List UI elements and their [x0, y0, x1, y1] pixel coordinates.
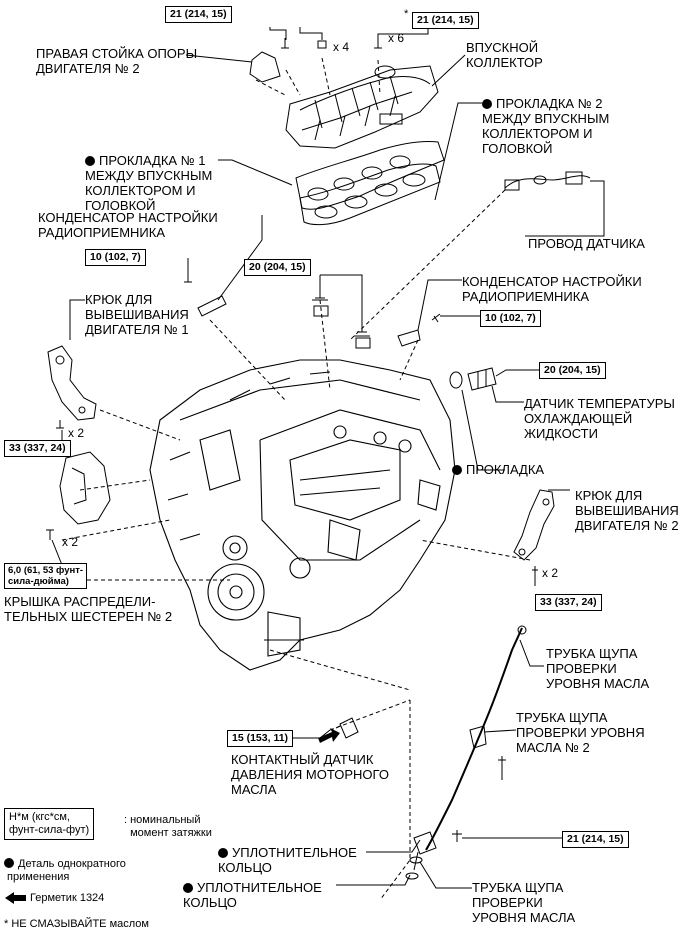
label-intake-manifold: ВПУСКНОЙ КОЛЛЕКТОР	[466, 40, 543, 70]
torque-manifold-bolts: 21 (214, 15)	[412, 12, 479, 29]
label-timing-cover-2: КРЫШКА РАСПРЕДЕЛИ- ТЕЛЬНЫХ ШЕСТЕРЕН № 2	[4, 594, 173, 624]
non-reusable-dot-icon	[482, 99, 492, 109]
non-reusable-dot-icon	[452, 465, 462, 475]
label-o-ring-1: УПЛОТНИТЕЛЬНОЕ КОЛЬЦО	[218, 845, 357, 875]
label-gasket: ПРОКЛАДКА	[452, 462, 544, 477]
label-gasket-2: ПРОКЛАДКА № 2 МЕЖДУ ВПУСКНЫМ КОЛЛЕКТОРОМ…	[482, 96, 610, 156]
torque-hanger-2: 33 (337, 24)	[535, 594, 602, 611]
label-o-ring-2: УПЛОТНИТЕЛЬНОЕ КОЛЬЦО	[183, 880, 322, 910]
qty-hanger-1-bolts: x 2	[68, 426, 85, 440]
torque-temp-sensor: 20 (204, 15)	[539, 362, 606, 379]
label-sensor-wire: ПРОВОД ДАТЧИКА	[528, 236, 645, 251]
torque-oil-pressure-switch: 15 (153, 11)	[227, 730, 294, 747]
legend-sealant: Герметик 1324	[30, 892, 105, 904]
torque-mount-bolts: 21 (214, 15)	[165, 6, 232, 23]
label-gasket-1: ПРОКЛАДКА № 1 МЕЖДУ ВПУСКНЫМ КОЛЛЕКТОРОМ…	[85, 153, 213, 213]
torque-center-bolts: 20 (204, 15)	[244, 259, 311, 276]
legend-non-reusable: Деталь однократного применения	[4, 858, 126, 884]
label-dipstick-tube-2: ТРУБКА ЩУПА ПРОВЕРКИ УРОВНЯ МАСЛА № 2	[516, 710, 645, 755]
legend-note-no-oil: * НЕ СМАЗЫВАЙТЕ маслом	[4, 918, 149, 930]
label-noise-filter-1: КОНДЕНСАТОР НАСТРОЙКИ РАДИОПРИЕМНИКА	[38, 210, 218, 240]
label-oil-pressure-switch: КОНТАКТНЫЙ ДАТЧИК ДАВЛЕНИЯ МОТОРНОГО МАС…	[231, 752, 389, 797]
legend-torque-unit-box: Н*м (кгс*см, фунт-сила-фут)	[4, 808, 95, 840]
qty-timing-cover-bolts: x 2	[62, 535, 79, 549]
legend-torque-description: : номинальный момент затяжки	[124, 814, 212, 839]
torque-timing-cover: 6,0 (61, 53 фунт- сила-дюйма)	[4, 563, 88, 589]
qty-manifold-bolts: x 6	[388, 31, 405, 45]
non-reusable-dot-icon	[218, 848, 228, 858]
label-engine-hanger-2: КРЮК ДЛЯ ВЫВЕШИВАНИЯ ДВИГАТЕЛЯ № 2	[575, 488, 679, 533]
label-engine-hanger-1: КРЮК ДЛЯ ВЫВЕШИВАНИЯ ДВИГАТЕЛЯ № 1	[85, 292, 189, 337]
label-noise-filter-2: КОНДЕНСАТОР НАСТРОЙКИ РАДИОПРИЕМНИКА	[462, 274, 642, 304]
qty-hanger-2-bolts: x 2	[542, 566, 559, 580]
torque-noise-filter-1: 10 (102, 7)	[85, 249, 146, 266]
non-reusable-dot-icon	[183, 883, 193, 893]
torque-dipstick-tube: 21 (214, 15)	[562, 831, 629, 848]
label-right-mount-bracket: ПРАВАЯ СТОЙКА ОПОРЫ ДВИГАТЕЛЯ № 2	[36, 46, 198, 76]
no-oil-star-mark: *	[404, 8, 409, 20]
label-dipstick-tube-lower: ТРУБКА ЩУПА ПРОВЕРКИ УРОВНЯ МАСЛА	[472, 880, 576, 925]
label-dipstick-tube-upper: ТРУБКА ЩУПА ПРОВЕРКИ УРОВНЯ МАСЛА	[546, 646, 650, 691]
label-coolant-temp-sensor: ДАТЧИК ТЕМПЕРАТУРЫ ОХЛАЖДАЮЩЕЙ ЖИДКОСТИ	[524, 396, 675, 441]
non-reusable-dot-icon	[85, 156, 95, 166]
non-reusable-dot-icon	[4, 858, 14, 868]
torque-noise-filter-2: 10 (102, 7)	[480, 310, 541, 327]
qty-mount-bolts: x 4	[333, 40, 350, 54]
torque-hanger-1: 33 (337, 24)	[4, 440, 71, 457]
